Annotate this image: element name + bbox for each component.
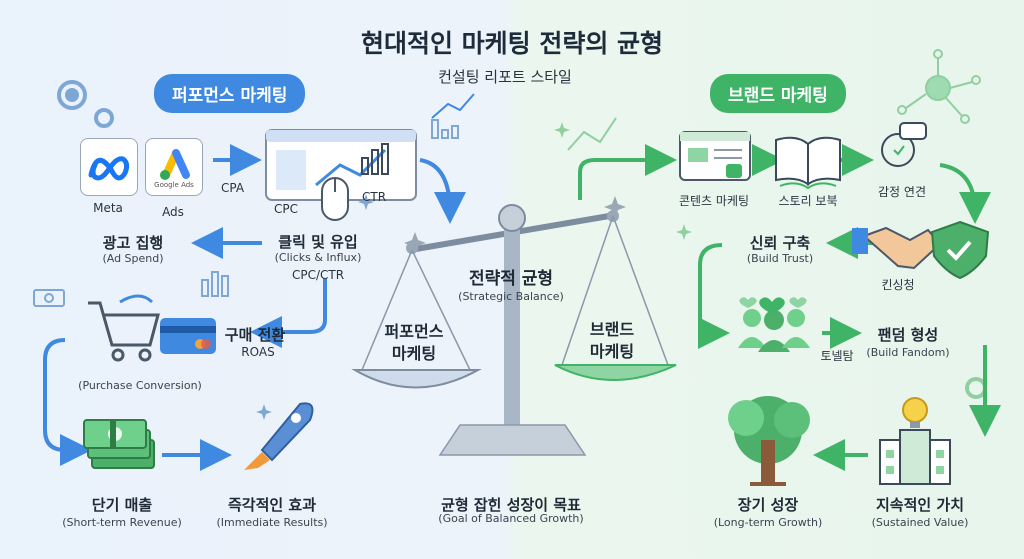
balance-scale bbox=[351, 204, 677, 456]
arrow-right bbox=[578, 144, 677, 200]
ctr-label: CTR bbox=[362, 190, 387, 204]
immediate-en: (Immediate Results) bbox=[216, 516, 328, 529]
trust-label: 신뢰 구축 bbox=[749, 234, 811, 252]
bar-chart-icon bbox=[361, 143, 389, 175]
cpa-label: CPA bbox=[221, 181, 245, 195]
long-term-growth-en: (Long-term Growth) bbox=[713, 516, 823, 529]
cpc-label: CPC bbox=[274, 202, 298, 216]
sustained-value-en: (Sustained Value) bbox=[871, 516, 969, 529]
long-term-growth-label: 장기 성장 bbox=[737, 496, 799, 514]
fandom-en: (Build Fandom) bbox=[866, 346, 950, 359]
tonelam-label: 토넬탐 bbox=[820, 349, 854, 363]
rocket-icon bbox=[244, 402, 314, 470]
sparkle-icon bbox=[256, 194, 374, 420]
building-lightbulb-icon bbox=[879, 397, 951, 485]
tree-icon bbox=[728, 396, 810, 486]
network-icon bbox=[897, 49, 981, 124]
fandom-label: 팬덤 형성 bbox=[877, 326, 939, 344]
emotion-label: 감정 연견 bbox=[878, 185, 926, 199]
arrow-down bbox=[43, 338, 92, 466]
immediate-label: 즉각적인 효과 bbox=[227, 496, 317, 514]
sparkle-icon bbox=[554, 122, 692, 240]
handshake-icon bbox=[852, 226, 942, 270]
analytics-monitor-icon bbox=[265, 129, 417, 201]
clicks-label: 클릭 및 유입 bbox=[278, 233, 358, 251]
arrow-down bbox=[697, 243, 730, 349]
meta-label: Meta bbox=[93, 201, 123, 215]
clicks-en: (Clicks & Influx) bbox=[274, 251, 362, 264]
goal-label: 균형 잡힌 성장이 목표 bbox=[441, 496, 581, 514]
arrow-down bbox=[419, 158, 466, 224]
ad-spend-en: (Ad Spend) bbox=[102, 252, 164, 265]
shield-check-icon bbox=[930, 220, 990, 280]
page-subtitle: 컨설팅 리포트 스타일 bbox=[438, 68, 572, 86]
left-pan-label-1: 퍼포먼스 bbox=[384, 322, 444, 341]
revenue-label: 단기 매출 bbox=[91, 496, 153, 514]
ads-label: Ads bbox=[162, 205, 184, 219]
gear-icon bbox=[965, 377, 987, 399]
growth-chart-icon bbox=[431, 93, 475, 139]
money-icon bbox=[33, 271, 229, 307]
arrow-left bbox=[250, 278, 327, 348]
emotion-head-icon bbox=[881, 122, 927, 167]
gear-icon bbox=[57, 80, 114, 128]
cpc-ctr-label: CPC/CTR bbox=[291, 268, 345, 282]
kinship-label: 킨싱청 bbox=[881, 278, 915, 292]
right-pan-label-1: 브랜드 bbox=[589, 320, 635, 339]
ad-spend-label: 광고 집행 bbox=[102, 234, 164, 252]
google-ads-text: Google Ads bbox=[154, 181, 194, 189]
content-browser-icon bbox=[679, 131, 751, 181]
shopping-cart-icon bbox=[88, 294, 160, 362]
page-title: 현대적인 마케팅 전략의 균형 bbox=[360, 29, 664, 58]
mouse-icon bbox=[321, 177, 349, 221]
strategic-balance-label: 전략적 균형 bbox=[468, 269, 554, 289]
sparkle-icon bbox=[404, 196, 626, 254]
cash-icon bbox=[83, 419, 155, 469]
purchase-label: 구매 전환 bbox=[224, 326, 286, 344]
strategic-balance-en: (Strategic Balance) bbox=[458, 290, 564, 303]
goal-en: (Goal of Balanced Growth) bbox=[438, 512, 584, 525]
growth-chart-icon bbox=[567, 117, 617, 151]
right-pan-label-2: 마케팅 bbox=[589, 342, 635, 361]
community-icon bbox=[738, 297, 810, 352]
meta-logo-icon bbox=[88, 156, 130, 181]
storybook-label: 스토리 보북 bbox=[778, 194, 838, 208]
google-ads-logo-card: Google Ads bbox=[145, 138, 203, 196]
left-pan-label-2: 마케팅 bbox=[391, 344, 437, 363]
google-ads-logo-icon bbox=[160, 149, 190, 180]
content-marketing-label: 콘텐츠 마케팅 bbox=[678, 194, 750, 208]
sustained-value-label: 지속적인 가치 bbox=[875, 496, 965, 514]
arrow-down bbox=[939, 163, 991, 224]
purchase-en: (Purchase Conversion) bbox=[78, 379, 202, 392]
performance-marketing-pill: 퍼포먼스 마케팅 bbox=[154, 74, 306, 113]
open-book-icon bbox=[775, 136, 841, 190]
trust-en: (Build Trust) bbox=[746, 252, 814, 265]
credit-card-icon bbox=[160, 318, 216, 354]
meta-logo-card bbox=[80, 138, 138, 196]
roas-label: ROAS bbox=[241, 345, 275, 359]
brand-marketing-pill: 브랜드 마케팅 bbox=[710, 74, 846, 113]
revenue-en: (Short-term Revenue) bbox=[62, 516, 182, 529]
